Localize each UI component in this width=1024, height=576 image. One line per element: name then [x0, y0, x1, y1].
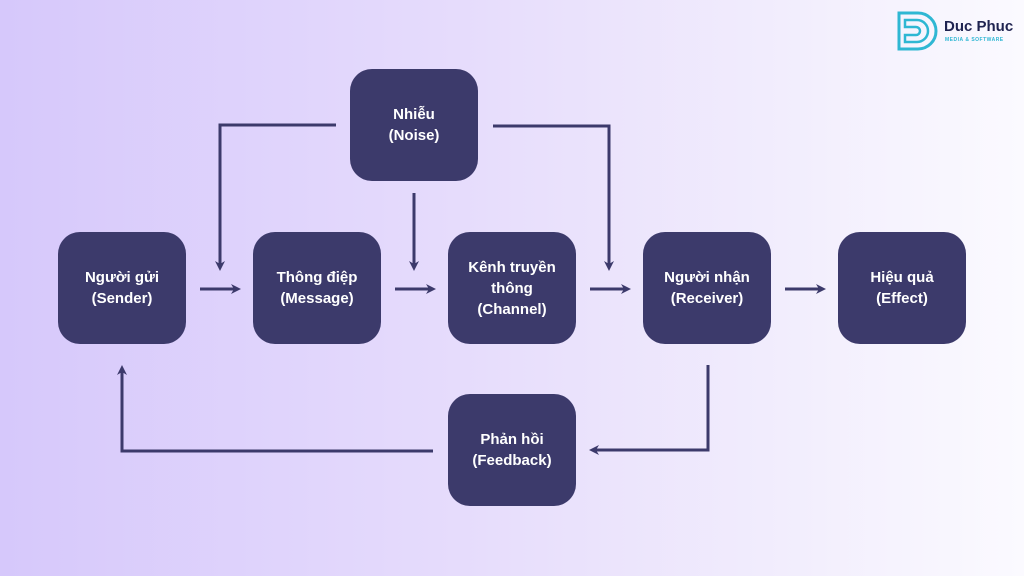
node-sender-label: Người gửi	[84, 269, 160, 286]
arrow-feedback-to-sender	[117, 365, 433, 453]
node-effect-sublabel: (Effect)	[876, 290, 928, 307]
node-noise-sublabel: (Noise)	[388, 127, 440, 144]
brand-logo: Duc Phuc MEDIA & SOFTWARE	[896, 10, 1020, 52]
node-effect-label: Hiệu quả	[870, 269, 934, 286]
node-noise: Nhiễu (Noise)	[350, 69, 478, 181]
node-message-sublabel: (Message)	[280, 290, 354, 307]
node-channel-sublabel: (Channel)	[477, 300, 547, 318]
arrow-noise-to-receiver	[493, 124, 614, 271]
node-receiver: Người nhận (Receiver)	[643, 232, 771, 344]
arrow-noise-to-message	[215, 123, 336, 271]
node-sender-sublabel: (Sender)	[91, 290, 153, 307]
node-feedback-sublabel: (Feedback)	[472, 452, 552, 469]
node-channel: Kênh truyền thông (Channel)	[448, 232, 576, 344]
node-feedback-label: Phản hồi	[480, 431, 544, 448]
node-channel-label-2: thông	[491, 279, 533, 297]
node-message: Thông điệp (Message)	[253, 232, 381, 344]
node-sender: Người gửi (Sender)	[58, 232, 186, 344]
node-channel-label: Kênh truyền	[468, 258, 556, 276]
node-effect: Hiệu quả (Effect)	[838, 232, 966, 344]
node-noise-label: Nhiễu	[393, 106, 435, 123]
arrow-receiver-to-feedback	[589, 365, 710, 455]
brand-tagline: MEDIA & SOFTWARE	[945, 37, 1004, 43]
node-feedback: Phản hồi (Feedback)	[448, 394, 576, 506]
brand-name: Duc Phuc	[944, 18, 1014, 35]
d-letter-logo-icon	[897, 11, 938, 51]
node-receiver-sublabel: (Receiver)	[670, 290, 744, 307]
node-message-label: Thông điệp	[276, 269, 358, 286]
node-receiver-label: Người nhận	[664, 269, 750, 286]
